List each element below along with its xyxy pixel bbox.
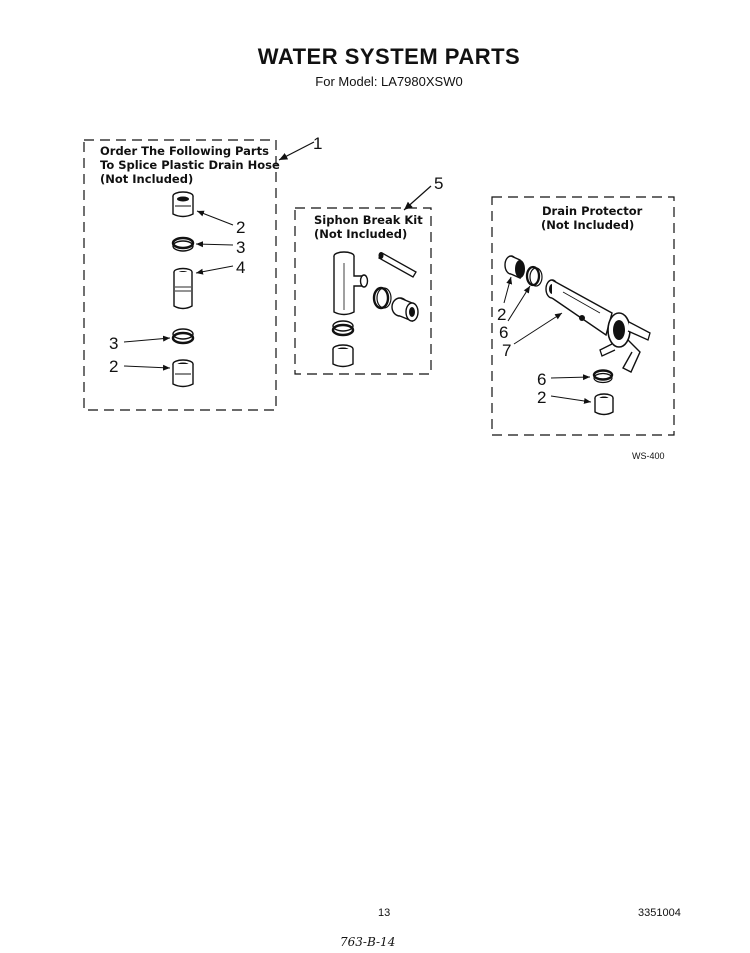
siphon-clamp-bottom <box>331 320 355 337</box>
handwritten-note: 763-B-14 <box>340 935 395 949</box>
drain-clamp-top <box>525 265 543 287</box>
splice-hose-dashed-box <box>83 139 277 411</box>
splice-hose-label-2: To Splice Plastic Drain Hose <box>100 158 280 172</box>
hose-coupling <box>173 267 193 310</box>
drain-connector-top <box>504 255 525 280</box>
splice-hose-label-3: (Not Included) <box>100 172 193 186</box>
hose-connector-top <box>172 191 194 218</box>
splice-part-2-top: 2 <box>236 218 245 237</box>
page-title: WATER SYSTEM PARTS <box>257 44 521 69</box>
drain-protector-label-2: (Not Included) <box>541 218 634 232</box>
siphon-break-dashed-box <box>294 207 432 375</box>
page-number: 13 <box>378 907 390 919</box>
figure-code: WS-400 <box>632 451 665 461</box>
siphon-break-group: Siphon Break Kit (Not Included) 5 <box>294 174 443 375</box>
callout-1: 1 <box>313 134 322 153</box>
splice-hose-group: Order The Following Parts To Splice Plas… <box>83 134 322 411</box>
drain-part-7: 7 <box>502 341 511 360</box>
splice-part-4: 4 <box>236 258 245 277</box>
drain-protector-body <box>545 279 651 373</box>
hose-connector-bottom <box>172 359 194 388</box>
drain-part-6-top: 6 <box>499 323 508 342</box>
siphon-connector-bottom <box>332 344 354 368</box>
siphon-clamp-right <box>372 286 392 310</box>
drain-part-2-bottom: 2 <box>537 388 546 407</box>
siphon-break-label-1: Siphon Break Kit <box>314 213 423 227</box>
splice-part-3-top: 3 <box>236 238 245 257</box>
hose-clamp-bottom <box>171 328 195 345</box>
drain-protector-group: Drain Protector (Not Included) <box>491 196 675 436</box>
siphon-connector-right <box>391 297 419 323</box>
drain-part-2-top: 2 <box>497 305 506 324</box>
splice-part-2-bottom: 2 <box>109 357 118 376</box>
siphon-tee-fitting <box>333 251 369 316</box>
siphon-break-label-2: (Not Included) <box>314 227 407 241</box>
drain-clamp-bottom <box>592 369 614 384</box>
drain-connector-bottom <box>594 393 614 416</box>
model-subtitle: For Model: LA7980XSW0 <box>315 74 463 89</box>
hose-clamp-top <box>171 236 195 252</box>
drain-protector-label-1: Drain Protector <box>542 204 643 218</box>
doc-number: 3351004 <box>638 907 681 919</box>
siphon-vent-tube <box>378 252 417 278</box>
splice-part-3-bottom: 3 <box>109 334 118 353</box>
callout-5: 5 <box>434 174 443 193</box>
drain-protector-dashed-box <box>491 196 675 436</box>
splice-hose-label-1: Order The Following Parts <box>100 144 269 158</box>
drain-part-6-bottom: 6 <box>537 370 546 389</box>
